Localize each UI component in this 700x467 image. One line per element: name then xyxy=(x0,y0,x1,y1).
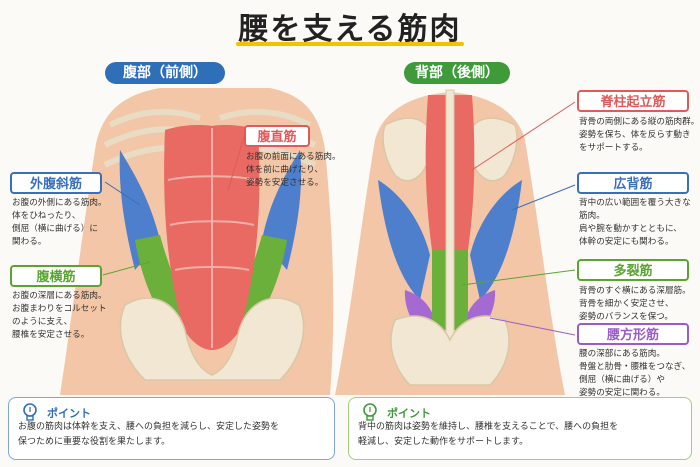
label-latissimus: 広背筋 xyxy=(577,172,689,194)
title-underline xyxy=(236,42,464,46)
back-spine xyxy=(445,89,455,341)
label-external-oblique: 外腹斜筋 xyxy=(10,172,102,194)
page-title: 腰を支える筋肉 xyxy=(238,12,462,47)
front-pelvis xyxy=(119,297,305,381)
lightbulb-icon xyxy=(23,403,37,421)
front-point-text: お腹の筋肉は体幹を支え、腰への負担を減らし、安定した姿勢を保つために重要な役割を… xyxy=(18,422,280,447)
front-rectus-leader xyxy=(227,136,245,191)
front-transversus-left xyxy=(135,235,185,330)
label-rectus-abdominis: 腹直筋 xyxy=(244,125,310,147)
back-erector-spinae-left xyxy=(425,95,446,250)
back-latissimus-right xyxy=(470,180,522,300)
desc-erector-spinae: 背骨の両側にある縦の筋肉群。姿勢を保ち、体を反らす動きをサポートする。 xyxy=(579,117,700,153)
back-erector-leader xyxy=(471,101,576,171)
back-multifidus-right xyxy=(454,250,468,330)
back-scapula-left xyxy=(382,117,433,182)
label-quadratus-lumborum: 腰方形筋 xyxy=(577,323,689,345)
front-transversus-leader xyxy=(102,261,151,276)
label-transversus: 腹横筋 xyxy=(10,265,102,287)
desc-multifidus: 背骨のすぐ横にある深層筋。背骨を細かく安定させ、姿勢のバランスを保つ。 xyxy=(579,286,691,322)
back-quadratus-leader xyxy=(489,317,576,336)
back-point-heading: ポイント xyxy=(387,407,431,420)
back-latissimus-left xyxy=(378,180,430,300)
desc-rectus-abdominis: お腹の前面にある筋肉。体を前に曲げたり、姿勢を安定させる。 xyxy=(246,152,341,188)
back-multifidus-left xyxy=(432,250,446,330)
lightbulb-icon xyxy=(363,403,377,421)
front-point-box: ポイント お腹の筋肉は体幹を支え、腰への負担を減らし、安定した姿勢を保つために重… xyxy=(8,397,335,460)
back-pelvis xyxy=(390,315,510,386)
front-point-heading: ポイント xyxy=(47,407,91,420)
label-erector-spinae: 脊柱起立筋 xyxy=(577,90,689,112)
back-point-box: ポイント 背中の筋肉は姿勢を維持し、腰椎を支えることで、腰への負担を軽減し、安定… xyxy=(348,397,692,460)
front-rectus-segments xyxy=(167,128,257,348)
front-oblique-leader xyxy=(104,181,141,206)
desc-transversus: お腹の深層にある筋肉。お腹まわりをコルセットのように支え、腰椎を安定させる。 xyxy=(12,291,107,340)
back-point-text: 背中の筋肉は姿勢を維持し、腰椎を支えることで、腰への負担を軽減し、安定した動作を… xyxy=(358,422,619,447)
label-multifidus: 多裂筋 xyxy=(577,259,689,281)
desc-external-oblique: お腹の外側にある筋肉。体をひねったり、側屈（横に曲げる）に関わる。 xyxy=(12,198,107,247)
back-heading: 背部（後側） xyxy=(404,62,510,84)
desc-quadratus-lumborum: 腰の深部にある筋肉。骨盤と肋骨・腰椎をつなぎ、側屈（横に曲げる）や姿勢の安定に関… xyxy=(579,349,691,398)
back-erector-spinae-right xyxy=(454,95,475,250)
back-latissimus-leader xyxy=(511,184,576,211)
front-transversus-right xyxy=(237,235,287,330)
desc-latissimus: 背中の広い範囲を覆う大きな筋肉。肩や腕を動かすとともに、体幹の安定にも関わる。 xyxy=(579,198,691,247)
back-multifidus-leader xyxy=(461,269,576,286)
front-heading: 腹部（前側） xyxy=(105,62,225,84)
